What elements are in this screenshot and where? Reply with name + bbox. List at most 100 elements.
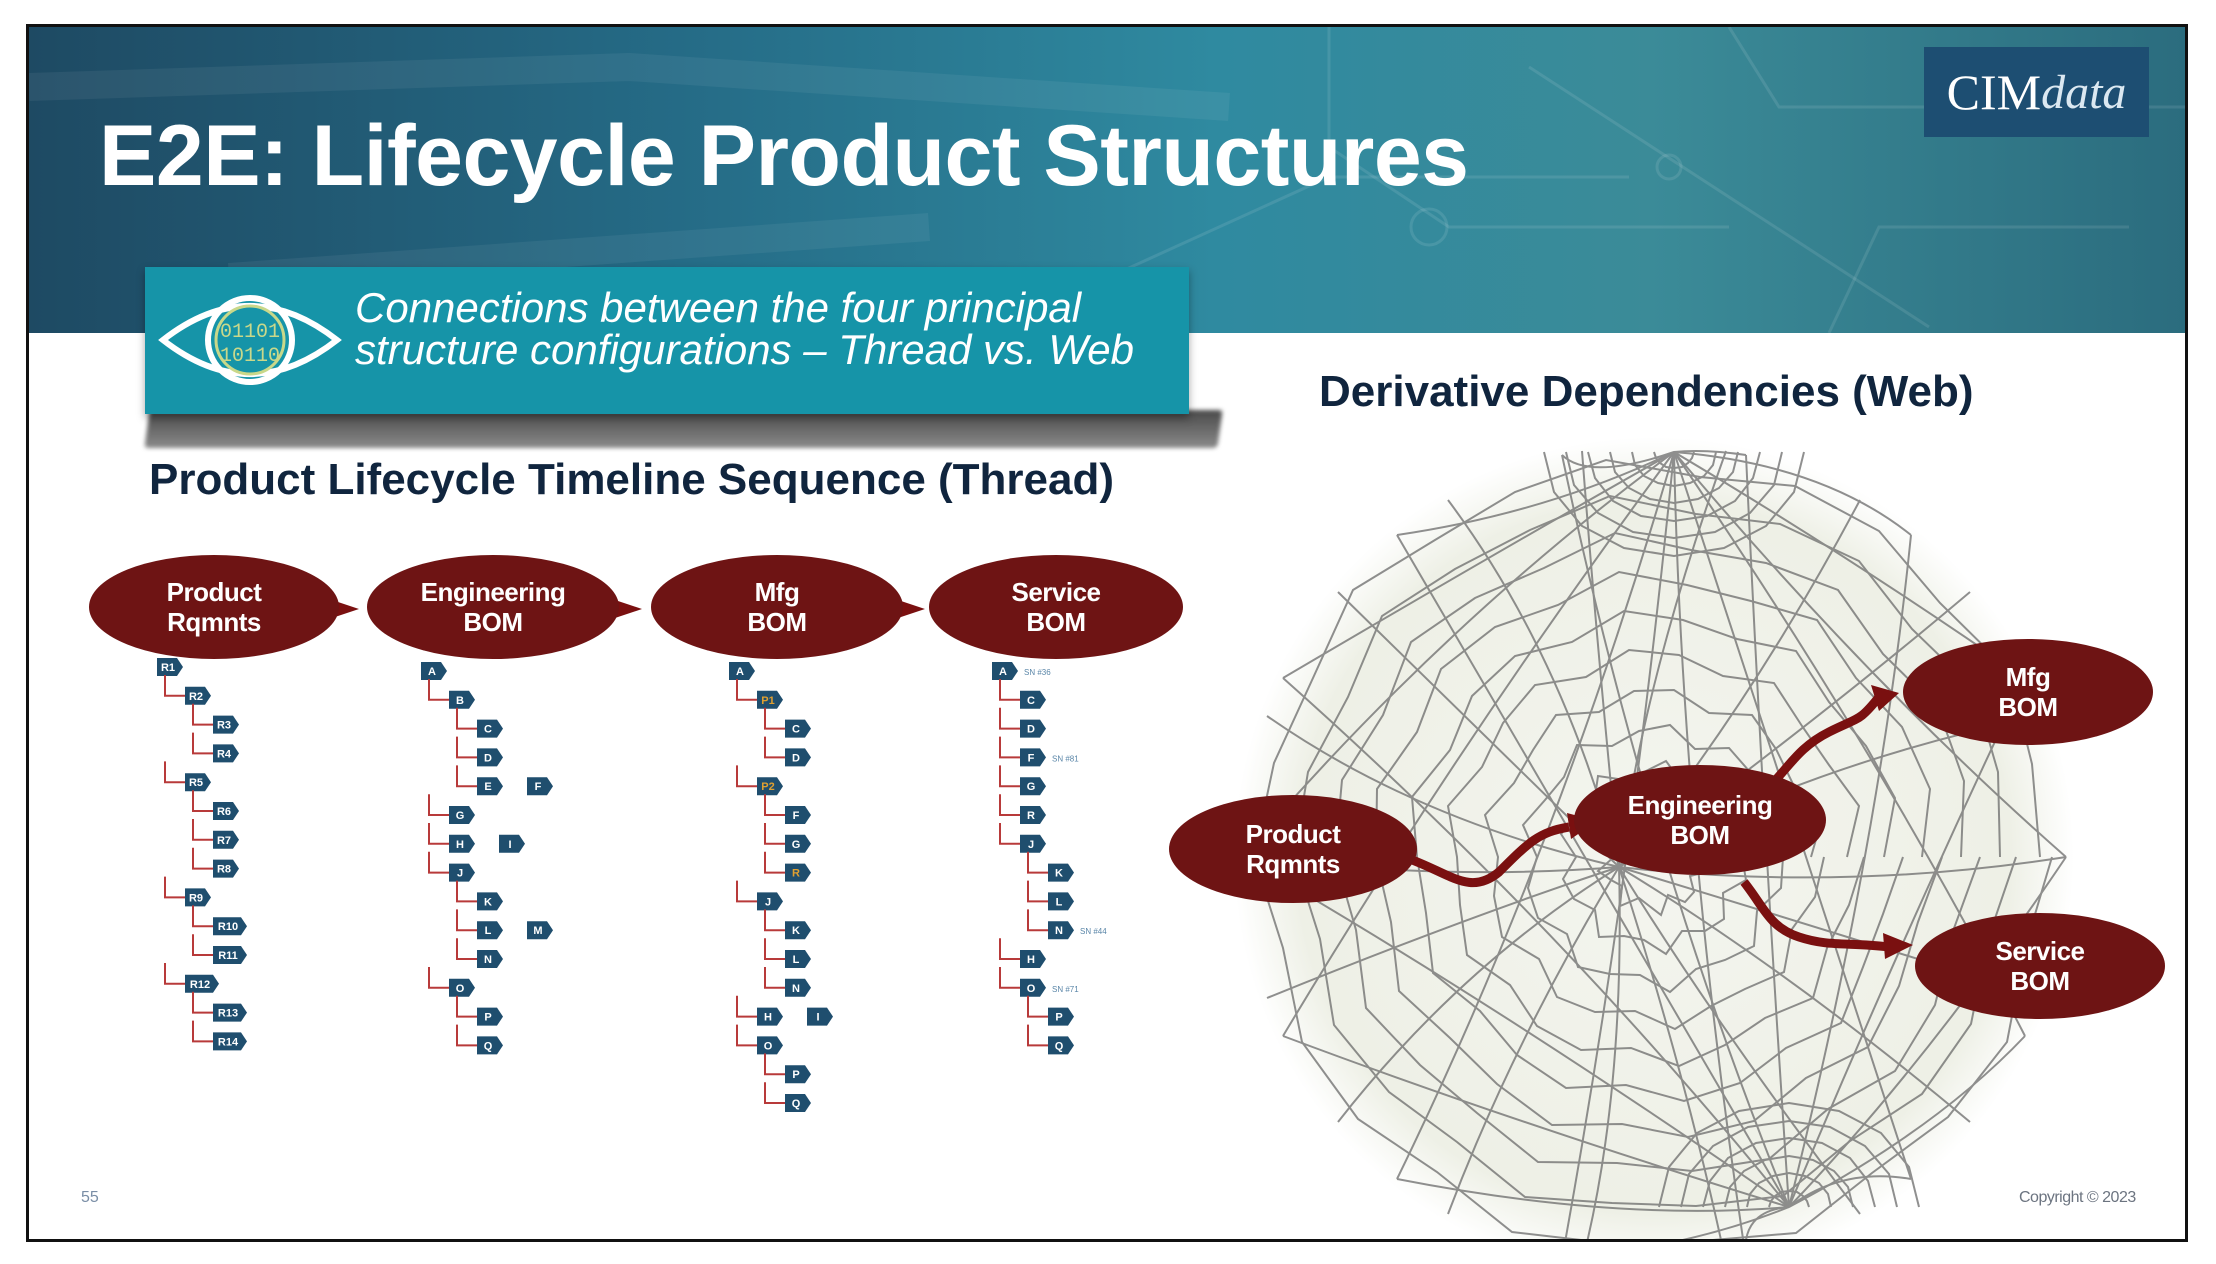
tree-node-label: P (792, 1069, 799, 1081)
tree-connector (192, 819, 213, 841)
tree-node (785, 1094, 811, 1112)
tree-node-label: M (533, 925, 542, 937)
tree-connector (764, 909, 785, 932)
tree-connector (428, 851, 449, 874)
serial-number-label: SN #81 (1052, 754, 1079, 763)
tree-connector (999, 794, 1020, 816)
tree-node (1048, 863, 1074, 882)
tree-node-label: C (484, 724, 492, 736)
tree-node (785, 978, 811, 997)
tree-node (477, 921, 503, 940)
icon-bits-top: 01101 (220, 321, 280, 344)
tree-connector (428, 794, 449, 816)
tree-connector (428, 967, 449, 989)
tree-node (785, 834, 811, 853)
tree-node-label: F (535, 781, 542, 793)
tree-node-label: A (999, 666, 1007, 678)
tree-connector (764, 967, 785, 989)
tree-node (785, 1065, 811, 1084)
tree-node-label: J (1028, 839, 1034, 851)
tree-connector (192, 934, 213, 956)
tree-connector (764, 938, 785, 960)
tree-connector (999, 938, 1020, 960)
tree-connector (764, 823, 785, 845)
tree-node (477, 892, 503, 911)
tree-node (477, 1007, 503, 1026)
tree-node-label: R7 (217, 835, 231, 847)
tree-connector (764, 851, 785, 874)
tree-connector (736, 880, 757, 903)
tree-connector (192, 991, 213, 1014)
tree-node-label: P2 (761, 781, 774, 793)
tree-connector (456, 995, 477, 1018)
tree-node-label: H (764, 1012, 772, 1024)
tree-node (1020, 834, 1046, 853)
tree-node (757, 1036, 783, 1055)
tree-connector (456, 880, 477, 903)
tree-connector (456, 938, 477, 960)
tree-node-label: A (736, 666, 744, 678)
tree-node-label: O (456, 983, 465, 995)
tree-node (421, 662, 447, 680)
tree-connector (1027, 880, 1048, 903)
tree-node (185, 686, 211, 705)
tree-node (213, 744, 239, 763)
tree-node-label: G (1027, 781, 1036, 793)
tree-connector (192, 847, 213, 870)
tree-node-label: N (1055, 925, 1063, 937)
tree-connector (999, 679, 1020, 701)
tree-connector (164, 761, 185, 784)
tree-node (477, 777, 503, 796)
tree-node-label: K (484, 896, 492, 908)
tree-node (1048, 921, 1074, 940)
tree-node (213, 830, 239, 849)
tree-node-label: I (816, 1012, 819, 1024)
tree-node (477, 1036, 503, 1055)
tree-connector (456, 707, 477, 730)
tree-node-label: P (1055, 1012, 1062, 1024)
tree-node-label: R2 (189, 691, 203, 703)
tree-node (185, 974, 219, 993)
tree-node-label: F (1028, 752, 1035, 764)
web-arrow-eng-to-mfg (1765, 694, 1883, 791)
tree-node-label: L (793, 954, 800, 966)
tree-connector (164, 876, 185, 899)
tree-node-label: F (793, 810, 800, 822)
serial-number-label: SN #71 (1052, 985, 1079, 994)
tree-connector (736, 679, 757, 701)
tree-node (213, 715, 239, 734)
tree-node (477, 719, 503, 738)
tree-connector (1027, 909, 1048, 932)
tree-connector (428, 823, 449, 845)
tree-node-label: Q (792, 1098, 801, 1110)
tree-node (785, 921, 811, 940)
callout-text: Connections between the four principal s… (355, 284, 1134, 373)
tree-node-label: P (484, 1012, 491, 1024)
tree-node-label: D (1027, 724, 1035, 736)
tree-connector (456, 909, 477, 932)
tree-node (785, 719, 811, 738)
tree-node (157, 658, 183, 676)
tree-node-label: R4 (217, 748, 232, 760)
tree-node (213, 1032, 247, 1051)
tree-node-label: K (792, 925, 800, 937)
tree-node-label: D (484, 752, 492, 764)
tree-node (449, 834, 475, 853)
serial-number-label: SN #36 (1024, 668, 1051, 677)
tree-node-label: C (1027, 695, 1035, 707)
tree-node (1048, 1007, 1074, 1026)
tree-node (1020, 777, 1046, 796)
tree-connector (1027, 851, 1048, 874)
tree-node-label: H (1027, 954, 1035, 966)
tree-connector (428, 679, 449, 701)
tree-node (1020, 950, 1046, 968)
tree-node-label: K (1055, 868, 1063, 880)
tree-node (213, 917, 247, 936)
